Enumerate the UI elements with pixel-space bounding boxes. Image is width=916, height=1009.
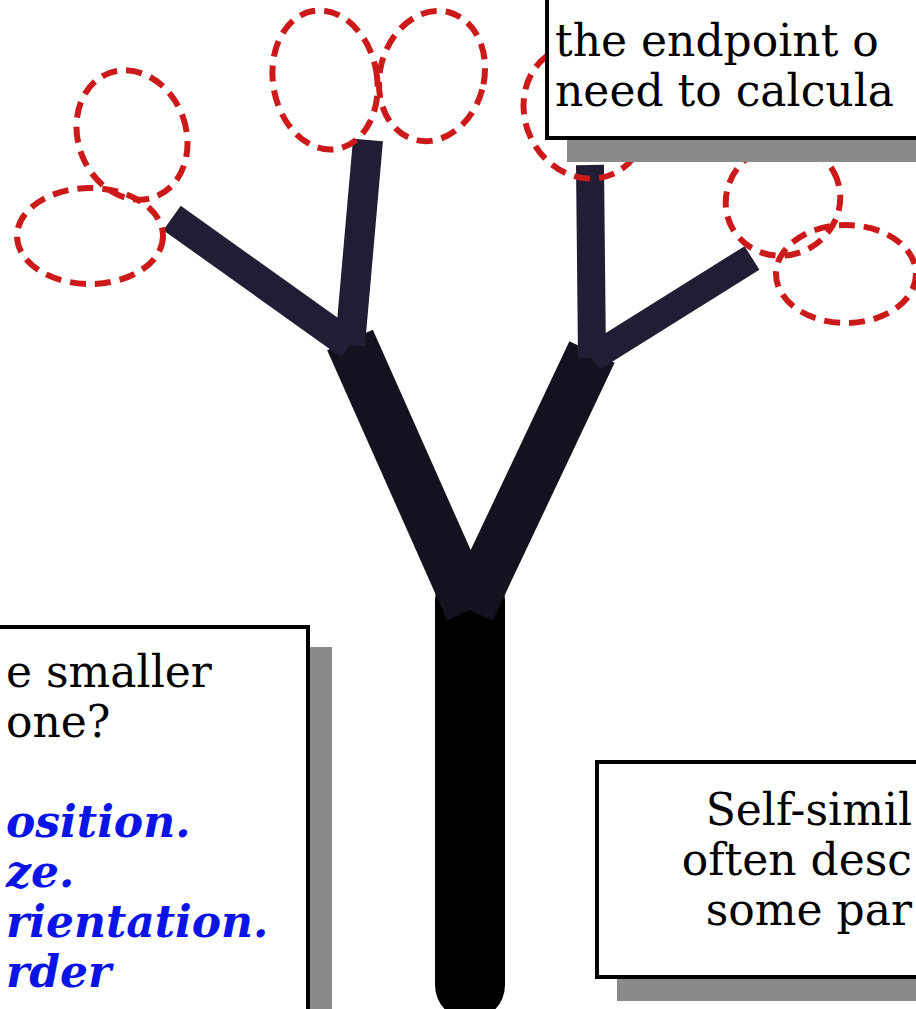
text-box: Self-simil often desc some par — [595, 760, 916, 979]
keyword-text: rientation. — [6, 897, 296, 947]
leaf-outline — [365, 0, 500, 153]
text-box: the endpoint o need to calcula — [545, 0, 916, 140]
tree-branch — [470, 352, 592, 610]
leaf-outline — [262, 2, 389, 158]
keyword-text: ze. — [6, 847, 296, 897]
tree-twig — [592, 258, 752, 358]
leaf-outline — [17, 188, 163, 284]
box-text: e smaller one? — [6, 647, 286, 747]
tree-trunk — [435, 600, 505, 985]
tree-twig — [172, 218, 350, 345]
tree-branch — [350, 340, 470, 610]
tree-twig — [590, 165, 592, 358]
keyword-text: rder — [6, 947, 296, 997]
text-box: e smaller one? osition.ze.rientation.rder — [0, 625, 310, 1009]
keyword-text: osition. — [6, 797, 296, 847]
leaf-outline — [776, 225, 916, 323]
box-text: the endpoint o need to calcula — [555, 16, 916, 116]
box-text: Self-simil often desc some par — [609, 785, 912, 935]
tree-twig — [350, 140, 368, 345]
